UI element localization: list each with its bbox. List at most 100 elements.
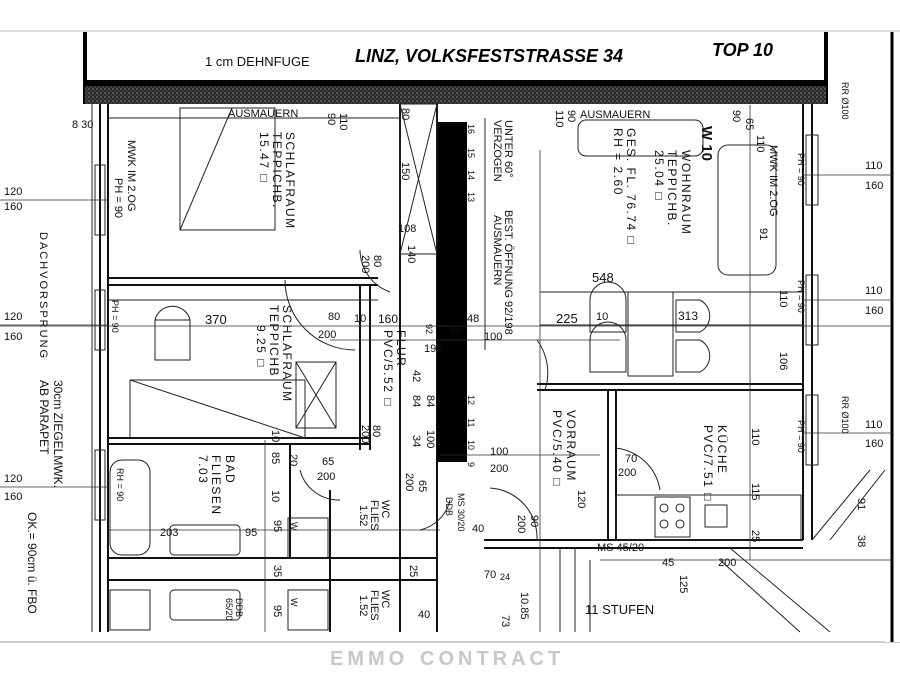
- stairs-label: 11 STUFEN: [585, 602, 654, 617]
- label-ddb1: DDB: [444, 497, 454, 516]
- label-d-34: 34: [410, 435, 422, 447]
- label-0: 110: [865, 160, 883, 172]
- label-d-40: 40: [472, 523, 484, 535]
- label-d-200f: 200: [618, 467, 636, 479]
- label-d-73: 73: [499, 615, 511, 627]
- label-5: 11: [466, 418, 476, 427]
- label-parapet3: OK.= 90cm ü. FBO: [25, 512, 39, 614]
- label-d-198: 198: [424, 343, 442, 355]
- bedroom2-name: SCHLAFRAUM: [280, 305, 294, 403]
- label-d-100b: 100: [424, 430, 436, 448]
- label-d-80b: 80: [371, 255, 383, 267]
- label-ms1: MS 45/20: [597, 542, 644, 554]
- annotations: AUSMAUERN AUSMAUERN UNTER 60° VERZOGEN B…: [25, 82, 850, 617]
- label-d-115: 115: [749, 483, 761, 501]
- exterior-wall-top: [85, 80, 826, 104]
- label-d-150: 150: [399, 162, 411, 180]
- label-0: 120: [4, 473, 22, 485]
- room-height: RH = 2.60: [611, 128, 625, 196]
- label-d-92b: 92: [424, 324, 434, 334]
- living-floor: TEPPICHB.: [665, 150, 679, 227]
- label-d-70a: 70: [625, 453, 637, 465]
- label-d-110b: 110: [553, 110, 565, 128]
- dining-table: [627, 291, 674, 377]
- hall-floor: PVC/5.52 □: [381, 330, 395, 407]
- bathtub: [109, 459, 151, 556]
- label-stair-note2: VERZOGEN: [491, 120, 503, 182]
- label-d-95a: 95: [245, 527, 257, 539]
- bedroom2-area: 9.25 □: [254, 325, 268, 368]
- label-d-200b: 200: [318, 329, 336, 341]
- sofa: [577, 119, 704, 157]
- unit-number: W 10: [698, 126, 715, 161]
- label-mwk-left: MWK IM 2.OG: [125, 140, 137, 212]
- armchair: [717, 144, 777, 276]
- label-1: 160: [4, 491, 22, 503]
- label-4: 12: [466, 395, 476, 405]
- label-d-25a: 25: [749, 530, 761, 542]
- wardrobe: [399, 103, 438, 255]
- bedroom1-floor: TEPPICHB.: [270, 132, 284, 209]
- label-d-91b: 91: [855, 498, 867, 510]
- total-area: GES. FL. 76.74 □: [624, 128, 638, 245]
- bedroom1-area: 15.47 □: [257, 132, 271, 183]
- label-d-90a: 90: [325, 113, 337, 125]
- label-ddb2: DDB: [234, 598, 244, 617]
- label-parapet2: AB PARAPET: [37, 380, 51, 455]
- label-1: 160: [865, 180, 883, 192]
- label-6: 10: [466, 440, 476, 450]
- label-d-95b: 95: [271, 520, 283, 532]
- label-w1: W: [289, 522, 299, 531]
- label-d-160: 160: [378, 312, 398, 326]
- label-opening2: AUSMAUERN: [491, 215, 503, 285]
- label-parapet1: 30cm ZIEGELMWK.: [51, 380, 65, 488]
- label-0: 16: [466, 124, 476, 134]
- address-handwritten: LINZ, VOLKSFESTSTRASSE 34: [355, 46, 623, 66]
- label-d-84b: 84: [424, 395, 436, 407]
- label-d-10b: 10: [596, 311, 608, 323]
- label-rr1: RR Ø100: [840, 82, 850, 120]
- window-dimensions: 120 160 120 160 120 160 110 160 110 160 …: [0, 160, 892, 503]
- label-d-80d: 80: [370, 425, 382, 437]
- label-d-90d: 90: [528, 515, 540, 527]
- label-d-200i: 200: [718, 557, 736, 569]
- ausmauern-note: AUSMAUERN: [228, 108, 298, 120]
- label-d-10c: 10: [269, 430, 281, 442]
- ausmauern-note: AUSMAUERN: [580, 109, 650, 121]
- label-1: 160: [4, 331, 22, 343]
- label-d-90c: 90: [730, 110, 742, 122]
- wc2-name: WC: [379, 590, 391, 608]
- label-2: 14: [466, 170, 476, 180]
- label-d-10a: 10: [354, 313, 366, 325]
- label-d-200e: 200: [317, 471, 335, 483]
- furniture: [109, 103, 802, 631]
- entry-name: VORRAUM: [564, 410, 578, 482]
- label-d-84a: 84: [410, 395, 422, 407]
- staircase: [559, 469, 886, 633]
- label-d-200c: 200: [359, 425, 371, 443]
- label-d-65: 65: [743, 118, 755, 130]
- label-d-140: 140: [405, 245, 417, 263]
- label-d-65-20: 65/20: [224, 598, 234, 621]
- label-line1: EMMO: [330, 648, 408, 670]
- label-d-225: 225: [556, 311, 578, 326]
- label-d-24: 24: [500, 572, 510, 582]
- label-ph-right2: PH = 90: [796, 280, 806, 313]
- label-d-370: 370: [205, 312, 227, 327]
- label-d-85: 85: [269, 452, 281, 464]
- label-d-8-30: 8 30: [72, 119, 93, 131]
- label-d-42: 42: [410, 370, 422, 382]
- label-w2: W: [289, 598, 299, 607]
- label-0: 120: [4, 311, 22, 323]
- washing-machine: [287, 517, 329, 559]
- stove: [654, 496, 691, 538]
- label-d-106: 106: [777, 352, 789, 370]
- entry-floor: PVC/5.40 □: [550, 410, 564, 487]
- label-d-95c: 95: [271, 605, 283, 617]
- label-0: 110: [865, 285, 883, 297]
- kitchen-name: KÜCHE: [715, 425, 729, 475]
- label-d-110d: 110: [777, 290, 789, 308]
- label-ph-mid-left: PH = 90: [110, 300, 120, 333]
- label-opening1: BEST. ÖFFNUNG 92/198: [502, 210, 514, 335]
